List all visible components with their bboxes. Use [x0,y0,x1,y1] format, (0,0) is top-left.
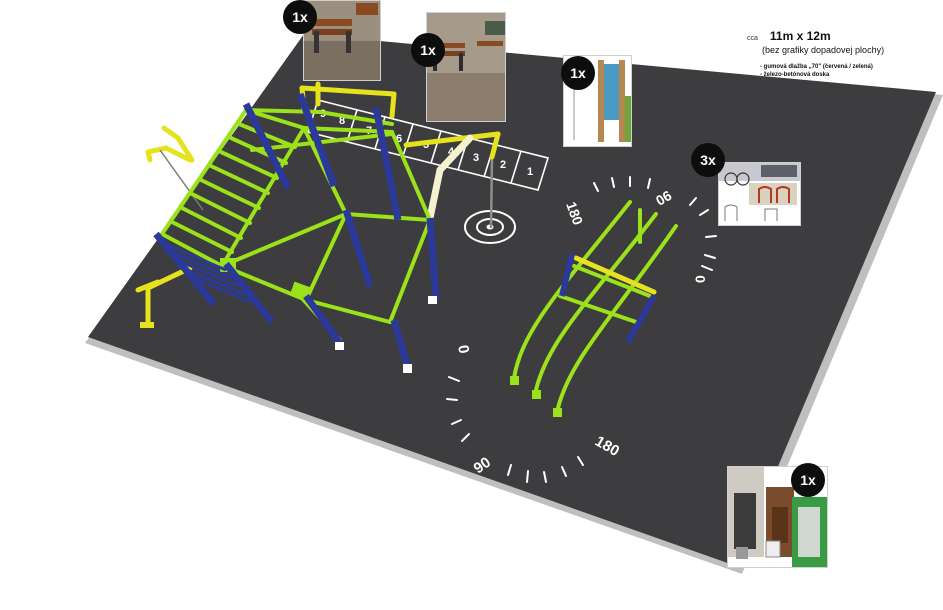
info-board-photo [563,55,632,147]
post-feet [335,296,562,417]
quantity-badge: 1x [411,33,445,67]
material-note: - železo-betónová doska [760,72,830,78]
hopscotch-number: 1 [527,166,533,178]
pole [489,156,494,229]
dial-label: 90 [471,454,494,477]
specification-block: cca 11m x 12m (bez grafiky dopadovej plo… [747,29,937,79]
dial-label: 0 [454,344,472,355]
blue-ladder [159,240,251,304]
quantity-badge: 3x [691,143,725,177]
material-notes: - gumová dlažba „70" (červená / zelená) … [760,63,937,79]
green-ladder-frame [160,108,432,342]
blue-posts-right [559,253,657,344]
hopscotch-number: 4 [448,146,455,158]
dial-label: 90 [653,187,675,209]
quantity-badge: 1x [791,463,825,497]
hopscotch-number: 8 [339,115,345,127]
bike-rack-photo [718,162,801,226]
bench-photo-b [426,12,506,122]
size-prefix: cca [747,35,758,42]
hopscotch-number: 3 [473,152,479,164]
green-parallel-bars [512,200,678,410]
yellow-bar-top [573,255,657,295]
yellow-arch [145,125,195,163]
dial-right-ticks [593,176,717,271]
dimensions-subtitle: (bez grafiky dopadovej plochy) [762,45,885,55]
trash-bin-photo [727,466,828,568]
quantity-badge: 1x [283,0,317,34]
white-slide-bar [426,134,474,222]
dial-left-ticks [446,376,584,483]
hopscotch-number: 6 [396,133,402,145]
dimensions-title: 11m x 12m [769,29,831,43]
dial-label: 180 [563,200,586,228]
hopscotch-number: 2 [500,159,506,171]
blue-posts [153,92,440,369]
quantity-badge: 1x [561,56,595,90]
material-note: - gumová dlažba „70" (červená / zelená) [760,64,873,70]
dial-label: 0 [692,275,708,283]
